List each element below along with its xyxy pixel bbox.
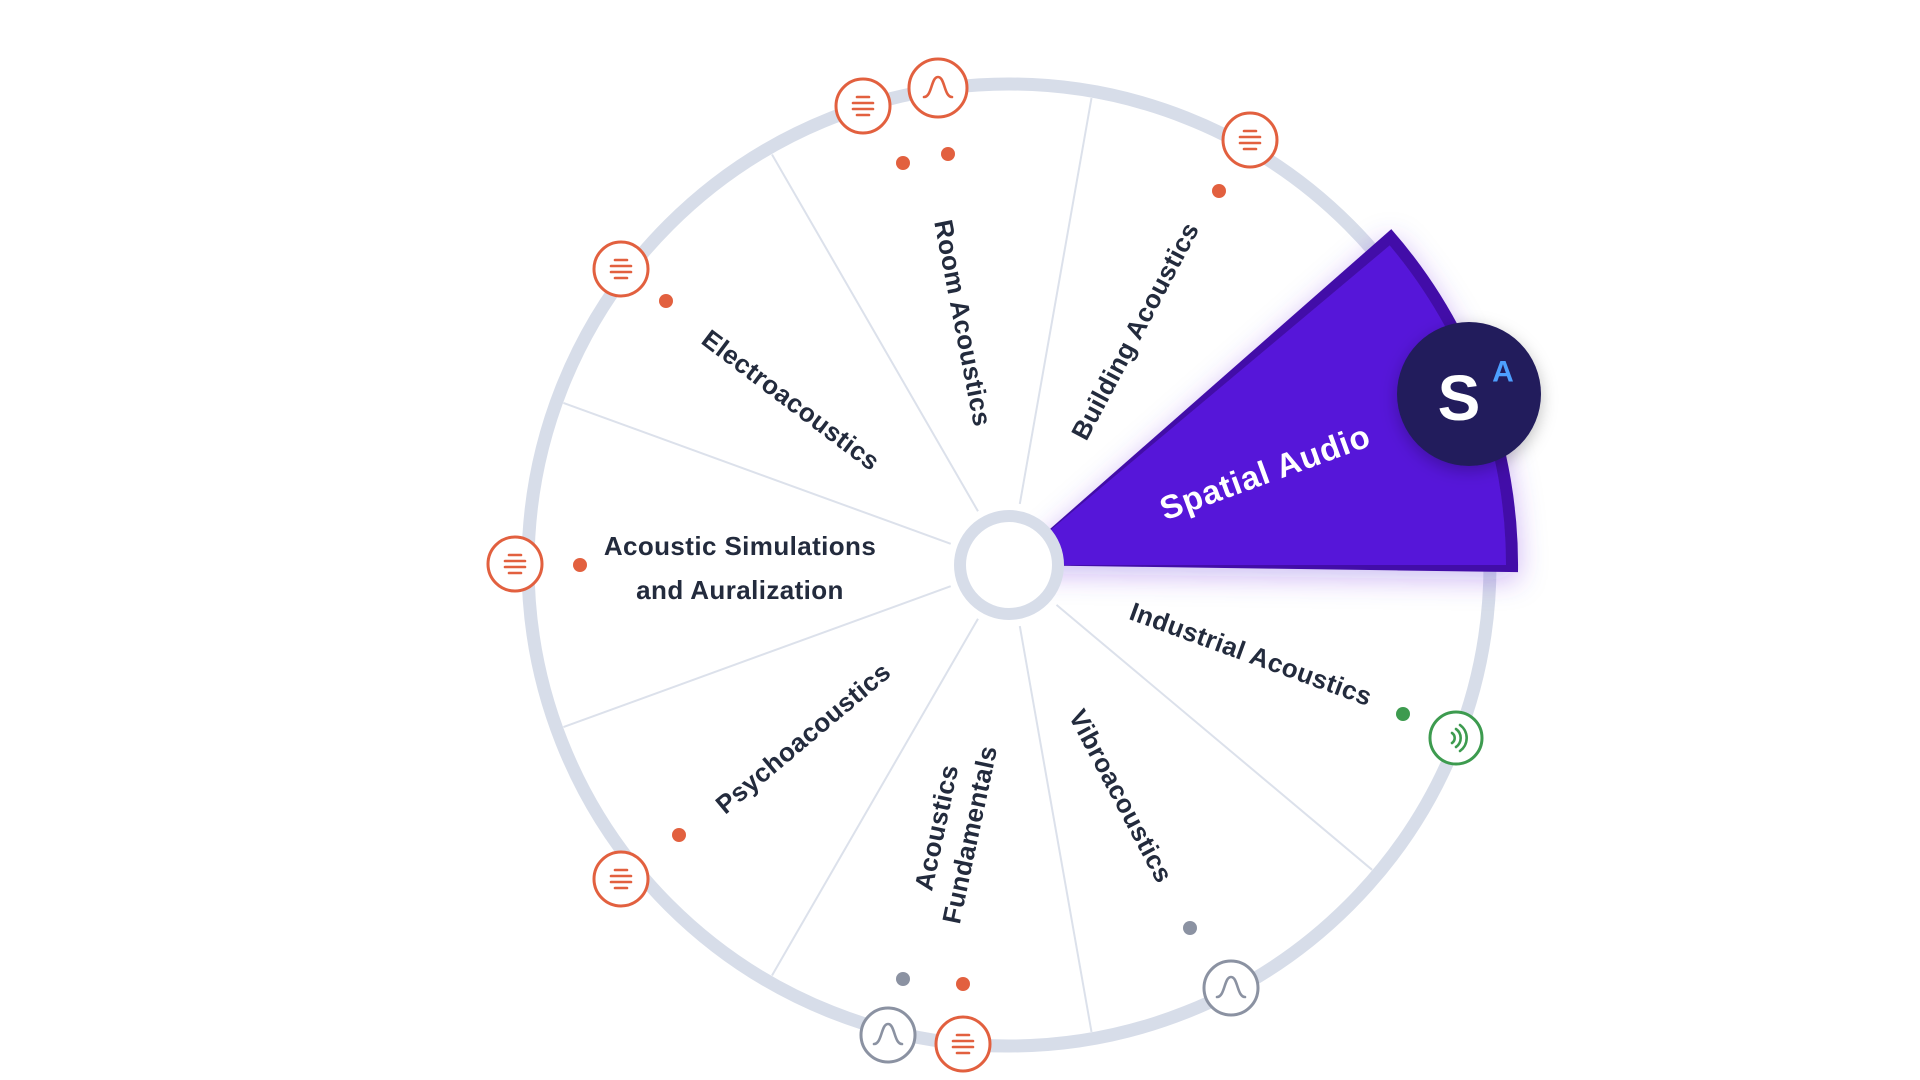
spoke-line — [1018, 625, 1093, 1033]
dot-green — [1396, 707, 1410, 721]
spoke-line — [771, 618, 979, 977]
levels-icon — [592, 850, 650, 908]
hub — [954, 510, 1064, 620]
waveform-icon — [907, 57, 969, 119]
segment-spatial-audio[interactable] — [1009, 229, 1519, 573]
label-line: Acoustic Simulations — [604, 531, 876, 561]
dot-gray — [896, 972, 910, 986]
dot-orange — [573, 558, 587, 572]
levels-icon — [1221, 111, 1279, 169]
spoke-line — [563, 401, 952, 545]
waveform-icon — [1202, 959, 1260, 1017]
badge-letter-main: S — [1438, 362, 1481, 434]
wedge-main — [1009, 245, 1507, 565]
spatial-audio-badge[interactable]: S A — [1397, 322, 1541, 466]
dot-gray — [1183, 921, 1197, 935]
dot-orange — [956, 977, 970, 991]
spoke-line — [563, 585, 952, 729]
sound-waves-icon — [1428, 710, 1484, 766]
badge-circle — [1397, 322, 1541, 466]
badge-letter-super: A — [1492, 356, 1514, 389]
dot-orange — [941, 147, 955, 161]
levels-icon — [592, 240, 650, 298]
levels-icon — [486, 535, 544, 593]
spoke-line — [771, 153, 979, 512]
dot-orange — [896, 156, 910, 170]
dot-orange — [672, 828, 686, 842]
waveform-icon — [859, 1006, 917, 1064]
label-line: and Auralization — [636, 575, 844, 605]
dot-orange — [659, 294, 673, 308]
segment-label-acoustic-simulations[interactable]: Acoustic Simulations and Auralization — [604, 531, 876, 605]
dot-orange — [1212, 184, 1226, 198]
levels-icon — [934, 1015, 992, 1073]
levels-icon — [834, 77, 892, 135]
spoke-line — [1055, 604, 1373, 871]
spoke-line — [1018, 97, 1093, 505]
